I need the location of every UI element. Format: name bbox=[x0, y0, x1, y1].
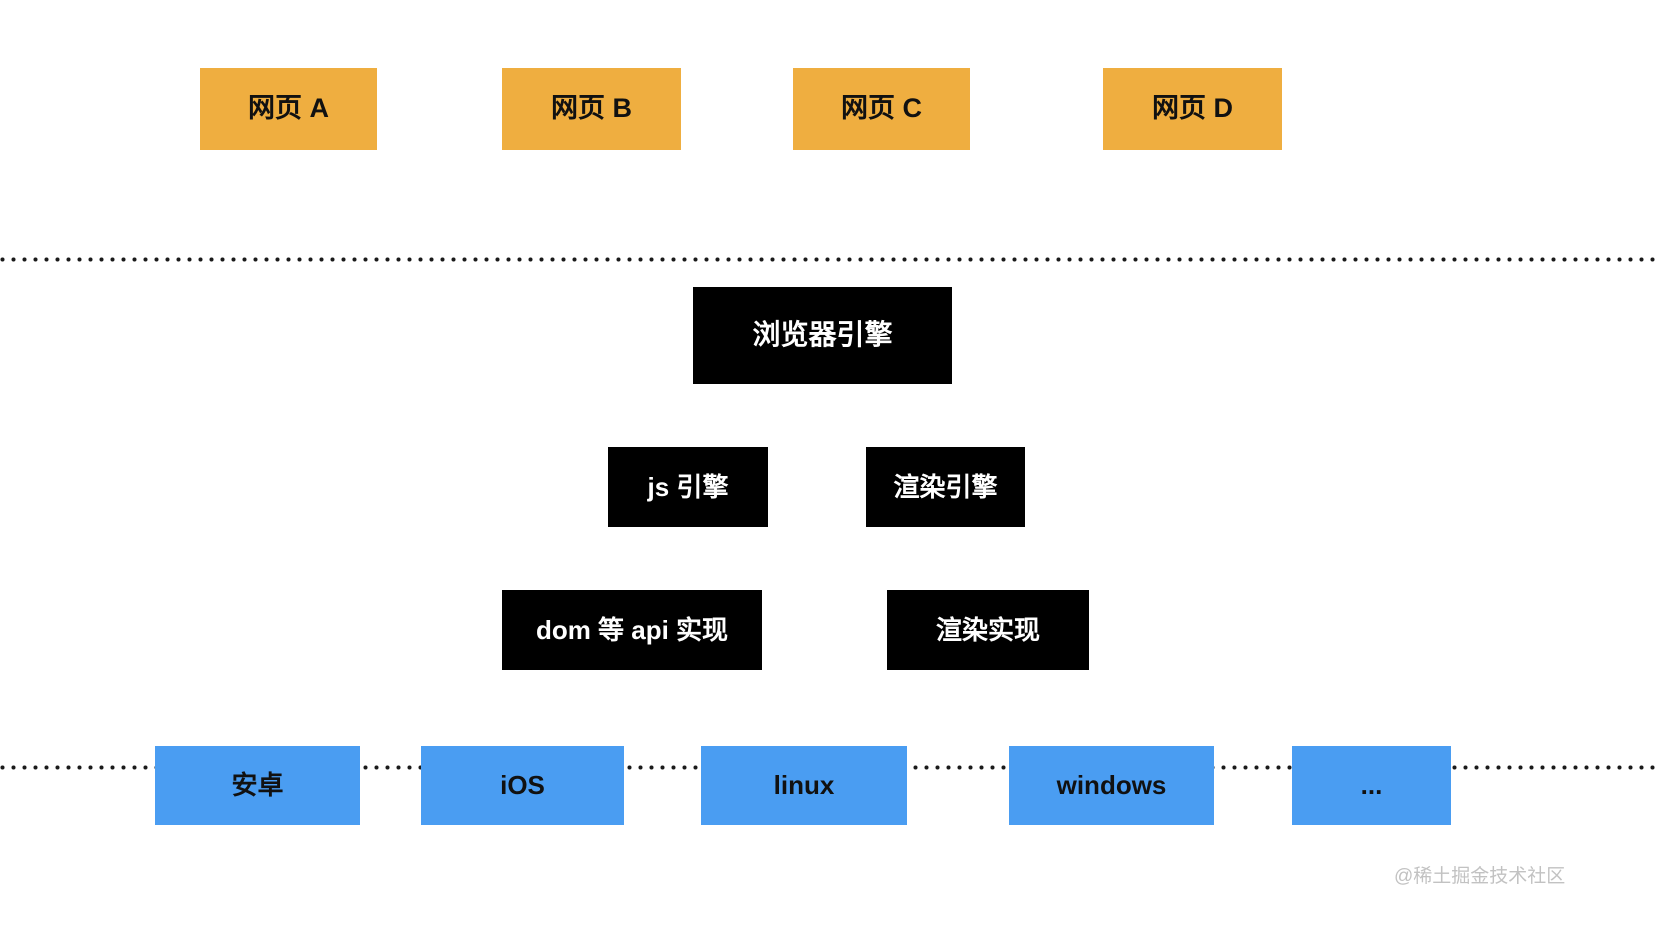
js-engine-box[interactable]: js 引擎 bbox=[608, 447, 768, 527]
watermark-label: @稀土掘金技术社区 bbox=[1394, 866, 1566, 887]
render-impl-box[interactable]: 渲染实现 bbox=[887, 590, 1089, 670]
separator-pages-engine bbox=[0, 257, 1656, 262]
web-page-box-a[interactable]: 网页 A bbox=[200, 68, 377, 150]
os-box-windows[interactable]: windows bbox=[1009, 746, 1214, 825]
render-engine-box[interactable]: 渲染引擎 bbox=[866, 447, 1025, 527]
browser-engine-box[interactable]: 浏览器引擎 bbox=[693, 287, 952, 384]
os-box-ios[interactable]: iOS bbox=[421, 746, 624, 825]
dom-api-impl-box[interactable]: dom 等 api 实现 bbox=[502, 590, 762, 670]
os-box-more[interactable]: ... bbox=[1292, 746, 1451, 825]
os-box-android[interactable]: 安卓 bbox=[155, 746, 360, 825]
web-page-box-b[interactable]: 网页 B bbox=[502, 68, 681, 150]
web-page-box-d[interactable]: 网页 D bbox=[1103, 68, 1282, 150]
web-page-box-c[interactable]: 网页 C bbox=[793, 68, 970, 150]
os-box-linux[interactable]: linux bbox=[701, 746, 907, 825]
